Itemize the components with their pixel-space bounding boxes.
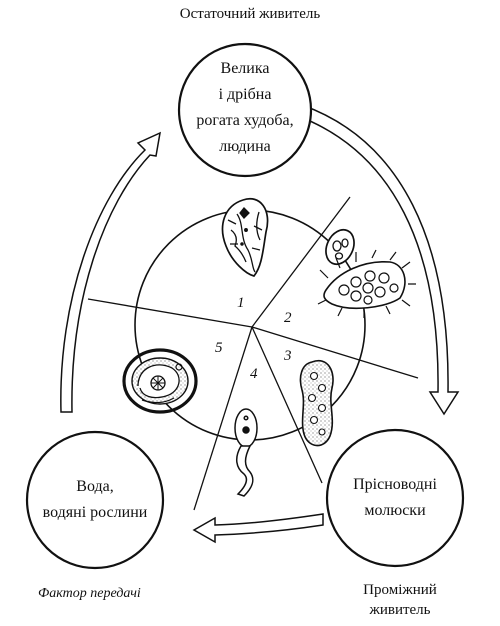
sector-lines bbox=[87, 196, 419, 511]
definitive-host-circle bbox=[177, 42, 313, 178]
cycle-arrow-icon bbox=[60, 131, 161, 413]
sector-label-4: 4 bbox=[250, 366, 258, 382]
sporocyst-icon bbox=[299, 359, 334, 447]
egg-icon bbox=[325, 228, 355, 266]
transmission-factor-line: водяні рослини bbox=[42, 504, 148, 521]
cyst-icon bbox=[122, 348, 198, 414]
intermediate-host-circle bbox=[325, 428, 465, 568]
sector-label-2: 2 bbox=[284, 310, 292, 326]
sector-label-3: 3 bbox=[284, 348, 292, 364]
intermediate-host-caption: Проміжний живитель bbox=[340, 580, 460, 620]
transmission-factor-caption: Фактор передачі bbox=[38, 586, 141, 601]
definitive-host-line: і дрібна bbox=[218, 86, 272, 103]
definitive-host-line: людина bbox=[219, 138, 271, 155]
definitive-host-line: рогата худоба, bbox=[196, 112, 294, 129]
transmission-factor-label: Вода, водяні рослини bbox=[30, 474, 160, 526]
definitive-host-line: Велика bbox=[220, 60, 270, 77]
transmission-factor-line: Вода, bbox=[76, 478, 114, 495]
transmission-factor-circle bbox=[25, 430, 165, 570]
sector-label-1: 1 bbox=[237, 295, 245, 311]
intermediate-host-caption-line: Проміжний bbox=[363, 582, 437, 598]
definitive-host-title: Остаточний живитель bbox=[179, 6, 321, 22]
intermediate-host-line: молюски bbox=[364, 502, 426, 519]
intermediate-host-caption-line: живитель bbox=[369, 602, 431, 618]
intermediate-host-label: Прісноводні молюски bbox=[335, 472, 455, 524]
intermediate-host-line: Прісноводні bbox=[353, 476, 437, 493]
cycle-arrow-icon bbox=[192, 513, 324, 544]
definitive-host-label: Велика і дрібна рогата худоба, людина bbox=[185, 56, 305, 160]
adult-fluke-icon bbox=[221, 197, 269, 277]
redia-icon bbox=[317, 249, 416, 318]
cycle-arrow-icon bbox=[297, 104, 460, 416]
cercaria-icon bbox=[234, 408, 258, 497]
sector-label-5: 5 bbox=[215, 340, 223, 356]
